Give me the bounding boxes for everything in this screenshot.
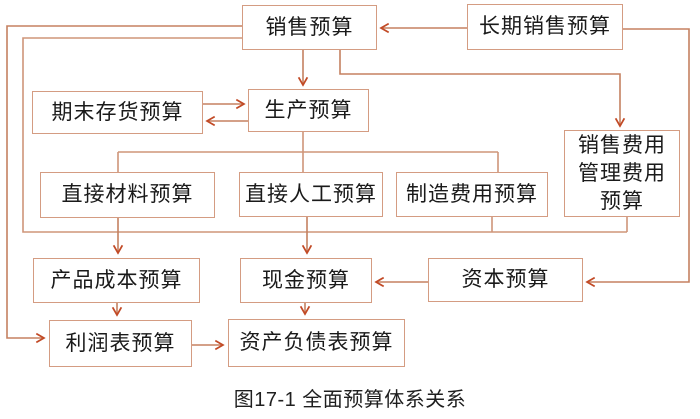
edge-sales-to-selladmin (339, 50, 620, 126)
node-label-line: 预算 (600, 189, 644, 213)
node-label: 直接人工预算 (245, 182, 377, 206)
node-label: 长期销售预算 (479, 15, 611, 39)
node-income-statement-budget: 利润表预算 (49, 320, 192, 367)
node-product-cost-budget: 产品成本预算 (33, 258, 200, 303)
node-label: 利润表预算 (65, 331, 176, 355)
node-capital-budget: 资本预算 (428, 258, 583, 302)
node-label: 资产负债表预算 (239, 331, 394, 355)
node-label: 期末存货预算 (51, 100, 184, 124)
node-direct-labor-budget: 直接人工预算 (239, 172, 383, 217)
node-cash-budget: 现金预算 (240, 258, 372, 303)
edge-longterm-to-capital (587, 28, 690, 282)
node-label: 现金预算 (262, 268, 350, 292)
node-balance-sheet-budget: 资产负债表预算 (228, 319, 405, 367)
node-production-budget: 生产预算 (248, 89, 369, 132)
node-label: 制造费用预算 (406, 182, 538, 206)
node-direct-materials-budget: 直接材料预算 (40, 172, 215, 218)
figure-caption: 图17-1 全面预算体系关系 (233, 389, 467, 411)
node-label: 生产预算 (264, 98, 353, 122)
node-selling-admin-expense-budget: 销售费用 管理费用 预算 (564, 130, 680, 217)
node-label: 资本预算 (461, 268, 550, 292)
node-label: 产品成本预算 (50, 268, 183, 292)
node-ending-inventory-budget: 期末存货预算 (32, 91, 203, 134)
node-longterm-sales-budget: 长期销售预算 (467, 4, 623, 50)
node-manufacturing-overhead-budget: 制造费用预算 (396, 172, 548, 217)
node-label: 销售预算 (265, 15, 354, 39)
node-label-line: 销售费用 (578, 133, 666, 157)
node-label-line: 管理费用 (578, 161, 666, 185)
node-sales-budget: 销售预算 (242, 5, 377, 50)
node-label: 直接材料预算 (61, 183, 194, 207)
edge-collector-to-sales (22, 37, 627, 233)
edge-sales-to-income (6, 25, 242, 338)
